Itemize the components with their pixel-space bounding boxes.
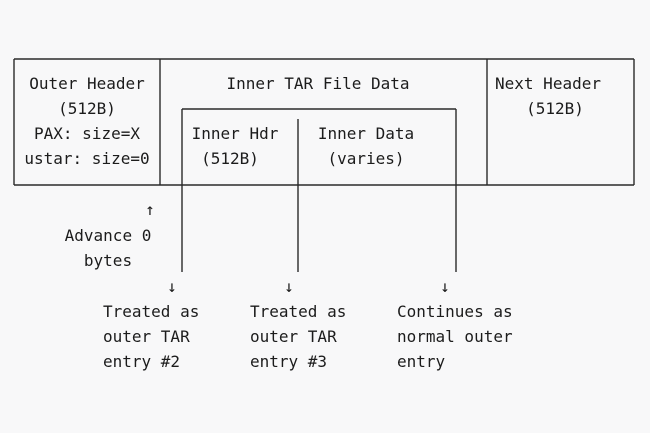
down-arrow-icon: ↓ xyxy=(284,277,294,296)
annotation-line: Treated as xyxy=(103,302,199,321)
next-header-title: Next Header xyxy=(495,74,601,93)
outer-header-title: Outer Header xyxy=(29,74,145,93)
down-arrow-icon: ↓ xyxy=(440,277,450,296)
annotation-line: outer TAR xyxy=(103,327,190,346)
annotation-entry-2: ↓ Treated as outer TAR entry #2 xyxy=(103,277,199,371)
inner-header-size: (512B) xyxy=(201,149,259,168)
up-arrow-icon: ↑ xyxy=(145,200,155,219)
outer-header-size: (512B) xyxy=(58,99,116,118)
advance-note: ↑ Advance 0 bytes xyxy=(65,200,155,270)
annotation-line: entry #2 xyxy=(103,352,180,371)
outer-frame xyxy=(13,58,635,186)
inner-data-size: (varies) xyxy=(327,149,404,168)
inner-header-title: Inner Hdr xyxy=(192,124,279,143)
inner-data-title: Inner Data xyxy=(318,124,414,143)
advance-note-line-1: Advance 0 xyxy=(65,226,152,245)
inner-tar-data-region: Inner TAR File Data Inner Hdr (512B) Inn… xyxy=(181,74,457,272)
annotation-line: Treated as xyxy=(250,302,346,321)
next-header-size: (512B) xyxy=(526,99,584,118)
annotation-line: outer TAR xyxy=(250,327,337,346)
advance-note-line-2: bytes xyxy=(84,251,132,270)
inner-tar-data-title: Inner TAR File Data xyxy=(226,74,409,93)
outer-header-pax: PAX: size=X xyxy=(34,124,140,143)
annotation-continues: ↓ Continues as normal outer entry xyxy=(397,277,513,371)
outer-header-cell: Outer Header (512B) PAX: size=X ustar: s… xyxy=(24,74,149,168)
annotation-line: normal outer xyxy=(397,327,513,346)
down-arrow-icon: ↓ xyxy=(167,277,177,296)
annotation-line: entry #3 xyxy=(250,352,327,371)
next-header-cell: Next Header (512B) xyxy=(495,74,601,118)
annotation-line: entry xyxy=(397,352,446,371)
annotation-entry-3: ↓ Treated as outer TAR entry #3 xyxy=(250,277,346,371)
outer-header-ustar: ustar: size=0 xyxy=(24,149,149,168)
annotation-line: Continues as xyxy=(397,302,513,321)
